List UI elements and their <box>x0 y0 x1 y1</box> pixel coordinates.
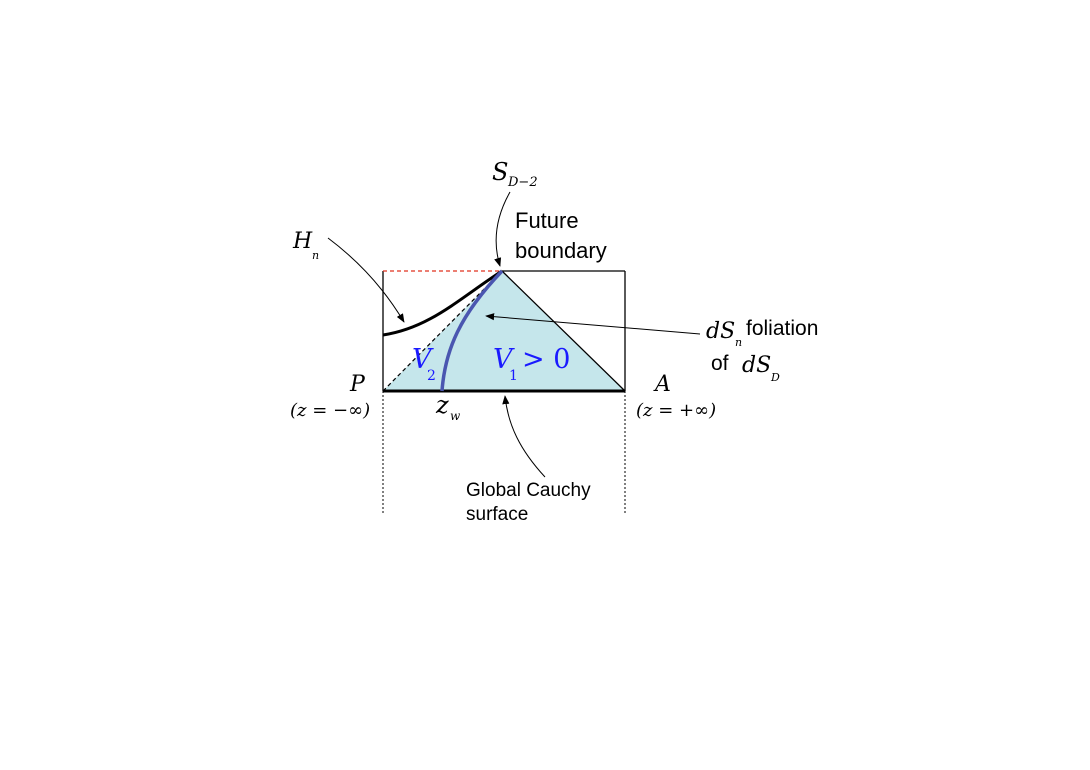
label-v2: V <box>412 344 434 375</box>
horizon-hn-curve <box>382 269 503 337</box>
label-zw: z <box>435 391 449 419</box>
label-v2-sub: 2 <box>427 368 436 384</box>
label-dsd-sub: D <box>770 371 780 384</box>
label-v1-sub: 1 <box>509 368 518 384</box>
label-dsn: dS <box>706 319 735 344</box>
label-cauchy: Global Cauchy <box>466 480 591 501</box>
label-zw-sub: w <box>450 409 461 423</box>
label-foliation: foliation <box>746 317 818 340</box>
wall-curve <box>440 269 504 392</box>
label-surface: surface <box>466 504 528 525</box>
label-s-sub: D−2 <box>507 175 538 190</box>
label-boundary: boundary <box>515 238 607 263</box>
label-v1: V <box>493 344 515 375</box>
arrow-foliation <box>485 313 701 335</box>
bulk-region <box>383 271 625 391</box>
label-v1-rel: > 0 <box>522 344 570 375</box>
label-a-coord: (z = +∞) <box>636 400 716 421</box>
excluded-region <box>383 271 502 335</box>
label-a: A <box>653 372 671 397</box>
arrow-cauchy <box>502 395 546 478</box>
arrow-hn-to-curve <box>327 237 405 323</box>
label-dsn-sub: n <box>735 336 742 349</box>
arrow-s-to-corner <box>494 191 511 267</box>
light-cone-right <box>501 270 626 392</box>
label-s: S <box>492 158 508 186</box>
label-p: P <box>349 372 366 397</box>
label-future: Future <box>515 208 579 233</box>
label-h-sub: n <box>312 249 319 262</box>
label-p-coord: (z = −∞) <box>290 400 370 421</box>
label-h: H <box>292 229 313 254</box>
label-of: of <box>711 352 729 375</box>
label-dsd: dS <box>742 353 771 378</box>
